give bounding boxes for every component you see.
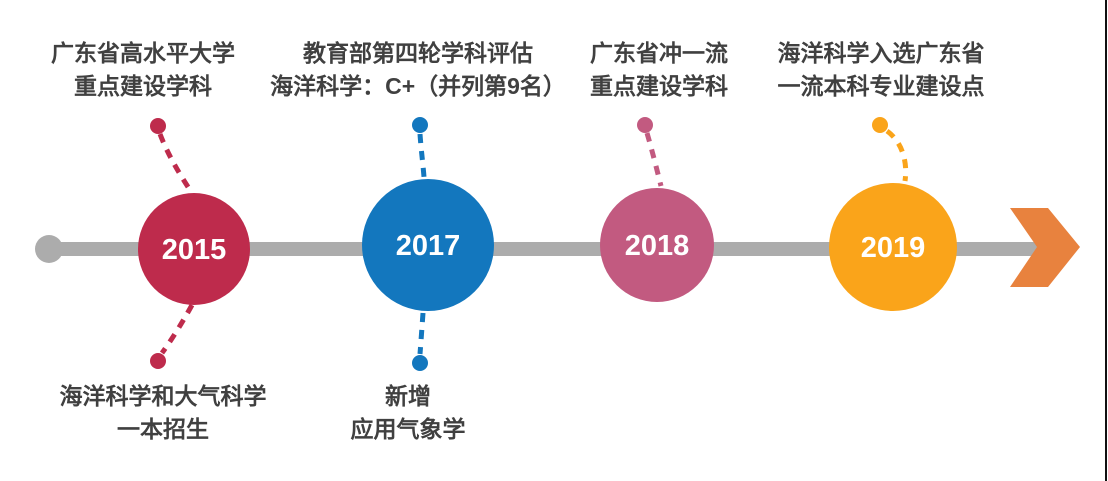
milestone-2015-bottom-connector-dot: [150, 353, 166, 369]
label-line: 广东省冲一流: [590, 40, 728, 66]
arrow-right-icon: [1010, 208, 1080, 287]
label-line: 海洋科学入选广东省: [777, 40, 985, 66]
label-line: 广东省高水平大学: [51, 40, 235, 66]
milestone-2015-year: 2015: [162, 234, 227, 266]
milestone-2018: 2018: [600, 117, 714, 302]
timeline-axis: [49, 242, 1042, 256]
milestone-2017-bottom-connector-dot: [412, 355, 428, 371]
milestone-2015-bottom-connector: [159, 303, 195, 355]
label-line: 新增: [385, 383, 431, 409]
label-line: 重点建设学科: [590, 73, 728, 99]
milestone-2017-bottom-connector: [417, 312, 426, 355]
milestone-2017: 2017: [362, 117, 494, 371]
label-line: 海洋科学和大气科学: [59, 383, 267, 409]
label-line: 一流本科专业建设点: [777, 73, 985, 99]
milestone-2017-circle: [362, 179, 494, 311]
milestone-2019-top-connector: [885, 128, 909, 182]
milestone-2019-top-connector-dot: [872, 117, 888, 133]
milestone-2015-bottom-label: 海洋科学和大气科学 一本招生: [60, 380, 267, 446]
milestone-2018-circle: [600, 188, 714, 302]
label-line: 重点建设学科: [74, 73, 212, 99]
milestone-2018-top-connector-dot: [637, 117, 653, 133]
right-edge-line: [1105, 0, 1107, 481]
milestone-2019-circle: [829, 183, 957, 311]
milestone-2019: 2019: [829, 117, 957, 311]
milestone-2019-top-label: 海洋科学入选广东省 一流本科专业建设点: [778, 37, 985, 103]
milestone-2017-top-connector-dot: [412, 117, 428, 133]
milestone-2015-top-connector: [157, 133, 195, 195]
milestone-2015-top-connector-dot: [150, 118, 166, 134]
label-line: 一本招生: [117, 416, 209, 442]
label-line: 应用气象学: [350, 416, 466, 442]
milestone-2017-top-label: 教育部第四轮学科评估 海洋科学：C+（并列第9名）: [270, 37, 566, 103]
milestone-2015-top-label: 广东省高水平大学 重点建设学科: [51, 37, 235, 103]
label-line: 教育部第四轮学科评估: [303, 40, 533, 66]
milestone-2018-top-label: 广东省冲一流 重点建设学科: [590, 37, 728, 103]
milestone-2019-year: 2019: [861, 232, 926, 264]
milestone-2018-top-connector: [644, 132, 664, 187]
milestone-2015: 2015: [138, 118, 250, 369]
label-line: 海洋科学：C+（并列第9名）: [270, 73, 566, 99]
milestone-2017-year: 2017: [396, 230, 461, 262]
milestone-2017-bottom-label: 新增 应用气象学: [351, 380, 466, 446]
milestone-2017-top-connector: [417, 133, 427, 178]
milestone-2018-year: 2018: [625, 230, 690, 262]
milestone-2015-circle: [138, 193, 250, 305]
